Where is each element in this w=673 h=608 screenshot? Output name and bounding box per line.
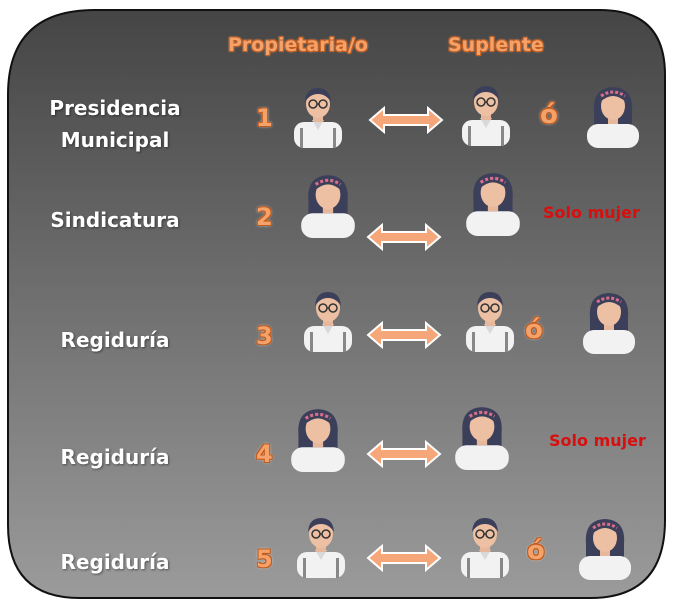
double-arrow-icon [366, 222, 442, 252]
or-label: ó [527, 536, 545, 566]
women-only-note: Solo mujer [549, 431, 646, 450]
woman-icon [579, 519, 631, 580]
double-arrow-icon [368, 105, 444, 135]
row-number: 1 [256, 104, 273, 132]
role-label: Sindicatura [50, 208, 180, 232]
or-label: ó [525, 315, 543, 345]
man-icon [294, 88, 342, 148]
substitute-header: Suplente [448, 34, 544, 56]
or-label: ó [540, 100, 558, 130]
man-icon [297, 518, 345, 578]
woman-icon [587, 87, 639, 148]
woman-icon [291, 409, 345, 472]
double-arrow-icon [366, 439, 442, 469]
man-icon [304, 292, 352, 352]
woman-icon [583, 293, 635, 354]
role-label: Regiduría [60, 445, 170, 469]
woman-icon [301, 175, 355, 238]
man-icon [462, 86, 510, 146]
double-arrow-icon [366, 320, 442, 350]
double-arrow-icon [366, 543, 442, 573]
role-label: Regiduría [60, 550, 170, 574]
row-number: 4 [256, 440, 273, 468]
row-number: 3 [256, 322, 273, 350]
row-number: 5 [256, 545, 273, 573]
man-icon [461, 518, 509, 578]
owner-header: Propietaria/o [228, 34, 368, 56]
woman-icon [455, 407, 509, 470]
row-number: 2 [256, 203, 273, 231]
women-only-note: Solo mujer [543, 203, 640, 222]
woman-icon [466, 173, 520, 236]
man-icon [466, 292, 514, 352]
role-label: Regiduría [60, 328, 170, 352]
